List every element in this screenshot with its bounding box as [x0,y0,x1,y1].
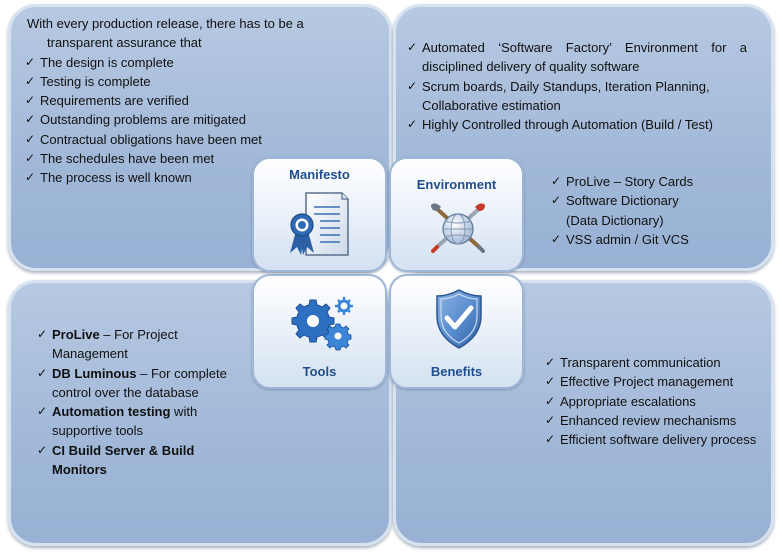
list-item-text: – For Project Management [52,327,178,362]
list-item: Highly Controlled through Automation (Bu… [407,115,747,135]
environment-tools-list: ProLive – Story Cards Software Dictionar… [551,172,766,249]
manifesto-list: The design is complete Testing is comple… [25,53,382,188]
list-item: Automation testing with supportive tools [37,402,252,441]
list-item: VSS admin / Git VCS [551,230,766,250]
list-item: The design is complete [25,53,382,73]
benefits-list: Transparent communication Effective Proj… [545,353,760,450]
tools-tile[interactable]: Tools [252,274,387,389]
list-item: Software Dictionary (Data Dictionary) [551,191,766,230]
list-item: ProLive – Story Cards [551,172,766,192]
list-item: DB Luminous – For complete control over … [37,364,252,403]
benefits-label: Benefits [430,364,483,379]
environment-label: Environment [416,177,497,192]
tools-list: ProLive – For Project Management DB Lumi… [37,325,252,479]
list-item: The schedules have been met [25,149,382,169]
list-item: The process is well known [25,168,382,188]
list-item-text: with supportive tools [52,404,198,439]
manifesto-intro-line2: transparent assurance that [47,35,202,51]
list-item: Enhanced review mechanisms [545,411,760,431]
environment-tile[interactable]: Environment [389,157,524,272]
manifesto-tile[interactable]: Manifesto [252,157,387,272]
environment-list: Automated ‘Software Factory’ Environment… [407,38,747,135]
list-item: Requirements are verified [25,91,382,111]
list-item: Effective Project management [545,372,760,392]
list-item: Testing is complete [25,72,382,92]
list-item-bold: DB Luminous [52,365,137,381]
manifesto-intro-line1: With every production release, there has… [27,16,304,31]
list-item: CI Build Server & Build Monitors [37,441,252,480]
list-item: Efficient software delivery process [545,430,760,450]
shield-check-icon [436,289,482,349]
gears-icon [291,297,353,351]
tools-text: ProLive – For Project Management DB Lumi… [37,325,252,479]
certificate-icon [290,192,349,256]
list-item: Scrum boards, Daily Standups, Iteration … [407,77,747,116]
list-item: Contractual obligations have been met [25,130,382,150]
manifesto-label: Manifesto [289,167,350,182]
benefits-text: Transparent communication Effective Proj… [545,353,760,450]
globe-tools-icon [431,203,485,253]
list-item: Transparent communication [545,353,760,373]
environment-tools-text: ProLive – Story Cards Software Dictionar… [551,172,766,249]
list-item: Appropriate escalations [545,392,760,412]
list-item-text: Software Dictionary [566,193,679,209]
list-item-bold: ProLive [52,327,100,342]
benefits-tile[interactable]: Benefits [389,274,524,389]
list-item: ProLive – For Project Management [37,325,252,364]
list-item-bold: CI Build Server & Build Monitors [52,442,195,478]
list-item-text: – For complete control over the database [52,365,227,400]
list-item: Automated ‘Software Factory’ Environment… [407,38,747,77]
tools-label: Tools [302,364,337,379]
list-item-subtext: (Data Dictionary) [566,212,664,228]
list-item: Outstanding problems are mitigated [25,110,382,130]
list-item-bold: Automation testing [52,404,171,420]
manifesto-text: With every production release, there has… [25,14,382,188]
environment-text: Automated ‘Software Factory’ Environment… [407,38,747,135]
